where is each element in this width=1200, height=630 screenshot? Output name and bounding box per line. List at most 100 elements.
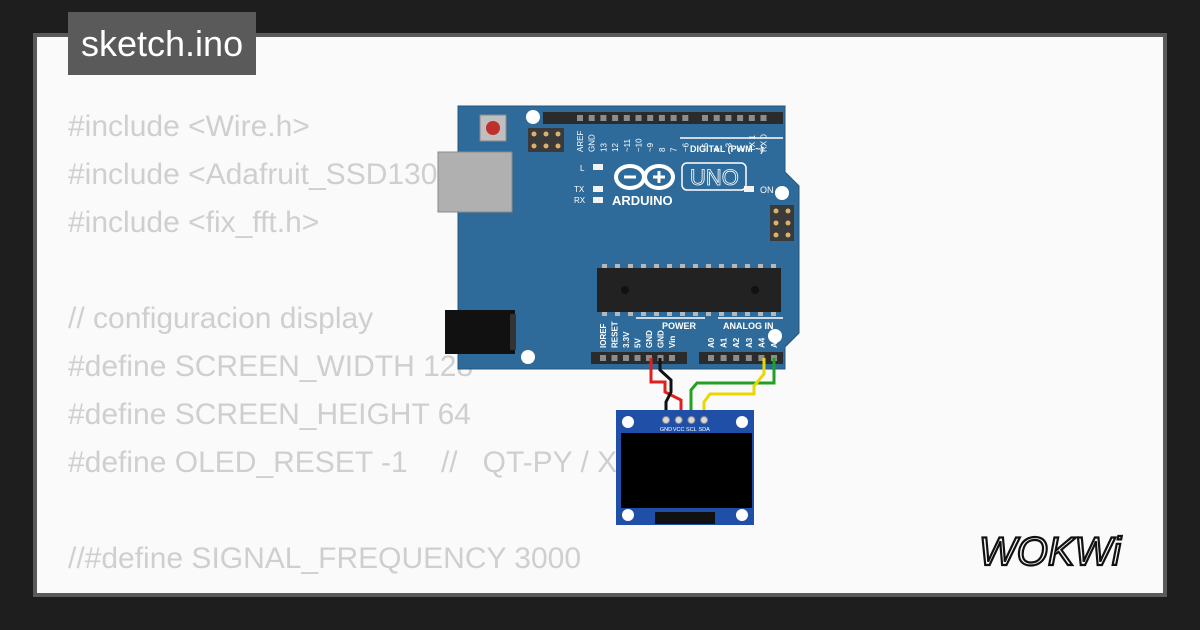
code-line: #define SCREEN_WIDTH 128 [68, 350, 474, 383]
wire-5v-vcc[interactable] [649, 358, 683, 418]
mounting-hole [736, 509, 748, 521]
code-line: // configuracion display [68, 302, 374, 335]
power-pin[interactable] [600, 355, 606, 361]
code-line: #define SCREEN_HEIGHT 64 [68, 398, 471, 431]
analog-pin-label: A1 [720, 337, 729, 348]
analog-pin-label: A2 [732, 337, 741, 348]
digital-pin[interactable] [647, 115, 654, 121]
code-line: //#define SIGNAL_FREQUENCY 3000 [68, 542, 582, 575]
analog-pin[interactable] [758, 355, 765, 361]
digital-pin[interactable] [702, 115, 708, 121]
board-model: UNO [690, 165, 739, 190]
led-l-label: L [580, 164, 585, 173]
digital-pin-label: ~5 [701, 142, 710, 152]
oled-pin[interactable] [700, 416, 709, 424]
analog-pin-label: A3 [745, 337, 754, 348]
digital-pin[interactable] [577, 115, 583, 121]
wokwi-logo-text: WOKWi [979, 530, 1122, 574]
power-pin-label: RESET [611, 321, 620, 348]
analog-pin[interactable] [733, 355, 740, 361]
analog-pin-label: A4 [757, 337, 766, 348]
digital-pin-label: ~9 [646, 142, 655, 152]
arduino-logo-icon [614, 164, 675, 190]
digital-pin-label: GND [588, 134, 597, 152]
analog-pin[interactable] [708, 355, 714, 361]
digital-pin[interactable] [737, 115, 744, 121]
power-pin[interactable] [669, 355, 675, 361]
digital-pin[interactable] [713, 115, 720, 121]
power-pin[interactable] [611, 355, 618, 361]
led-on-label: ON [760, 185, 774, 195]
digital-pin[interactable] [623, 115, 630, 121]
icsp-header-2 [770, 205, 794, 241]
file-title[interactable]: sketch.ino [68, 12, 257, 75]
power-pin-label: 3.3V [622, 331, 631, 348]
analog-pin[interactable] [745, 355, 752, 361]
mounting-hole [521, 350, 535, 364]
wires [649, 358, 776, 418]
digital-pin-label: 8 [658, 147, 667, 152]
digital-pin-label: RX 0 [760, 134, 769, 152]
digital-pin-label: TX 1 [748, 135, 757, 152]
digital-pin[interactable] [612, 115, 619, 121]
wire-a4-sda[interactable] [702, 358, 766, 418]
oled-pin[interactable] [674, 416, 683, 424]
digital-pin-label: ~10 [635, 138, 644, 152]
oled-pin[interactable] [662, 416, 670, 424]
mounting-hole [622, 416, 634, 428]
analog-pin-label: A0 [707, 337, 716, 348]
icsp-header [528, 128, 564, 152]
reset-button[interactable] [479, 114, 507, 142]
digital-pin[interactable] [588, 115, 595, 121]
digital-pin-label: 7 [670, 147, 679, 152]
digital-pin-label: 12 [611, 143, 620, 152]
digital-pin-label: AREF [576, 131, 585, 152]
power-pin[interactable] [646, 355, 652, 361]
led-rx-label: RX [574, 196, 586, 205]
oled-pin[interactable] [687, 416, 696, 424]
mounting-hole [736, 416, 748, 428]
power-pin[interactable] [634, 355, 641, 361]
power-pin-label: Vin [668, 336, 677, 348]
digital-pin[interactable] [635, 115, 642, 121]
digital-pin[interactable] [600, 115, 607, 121]
power-pin[interactable] [623, 355, 629, 361]
wokwi-logo: WOKWi [978, 529, 1123, 575]
digital-label: DIGITAL (PWM ~) [690, 144, 763, 154]
wire-a5-scl[interactable] [689, 358, 776, 418]
usb-connector [437, 151, 513, 213]
digital-pin-label: 13 [599, 143, 608, 152]
digital-pin[interactable] [682, 115, 689, 121]
oled-pin-label: SCL [686, 427, 697, 433]
led-rx: RX [574, 196, 603, 205]
analog-label: ANALOG IN [723, 321, 774, 331]
board-brand: ARDUINO [612, 193, 673, 208]
digital-pin[interactable] [670, 115, 677, 121]
wire-gnd-gnd[interactable] [658, 358, 673, 418]
code-line: //#define SAMPLING_FREQUENCY 15000 [68, 583, 669, 593]
oled-pin-label: VCC [673, 427, 685, 433]
analog-pin-label: A5 [770, 337, 779, 348]
digital-pin[interactable] [760, 115, 767, 121]
digital-pin[interactable] [748, 115, 755, 121]
digital-pin[interactable] [725, 115, 732, 121]
analog-pin[interactable] [720, 355, 727, 361]
uno-badge [681, 162, 747, 191]
power-pin-label: IOREF [599, 323, 608, 348]
mounting-hole [526, 110, 540, 124]
mounting-hole [622, 509, 634, 521]
oled-pin-label: SDA [698, 427, 710, 433]
digital-pin-label: ~3 [724, 142, 733, 152]
led-tx-label: TX [574, 185, 585, 194]
mounting-hole [768, 329, 782, 343]
power-label: POWER [662, 321, 697, 331]
power-jack [445, 310, 516, 354]
power-pin-label: GND [657, 330, 666, 348]
led-tx: TX [574, 185, 603, 194]
power-pin-label: 5V [634, 338, 643, 348]
digital-pin-label: ~6 [681, 142, 690, 152]
oled-pin-label: GND [660, 427, 672, 433]
digital-pin[interactable] [658, 115, 665, 121]
